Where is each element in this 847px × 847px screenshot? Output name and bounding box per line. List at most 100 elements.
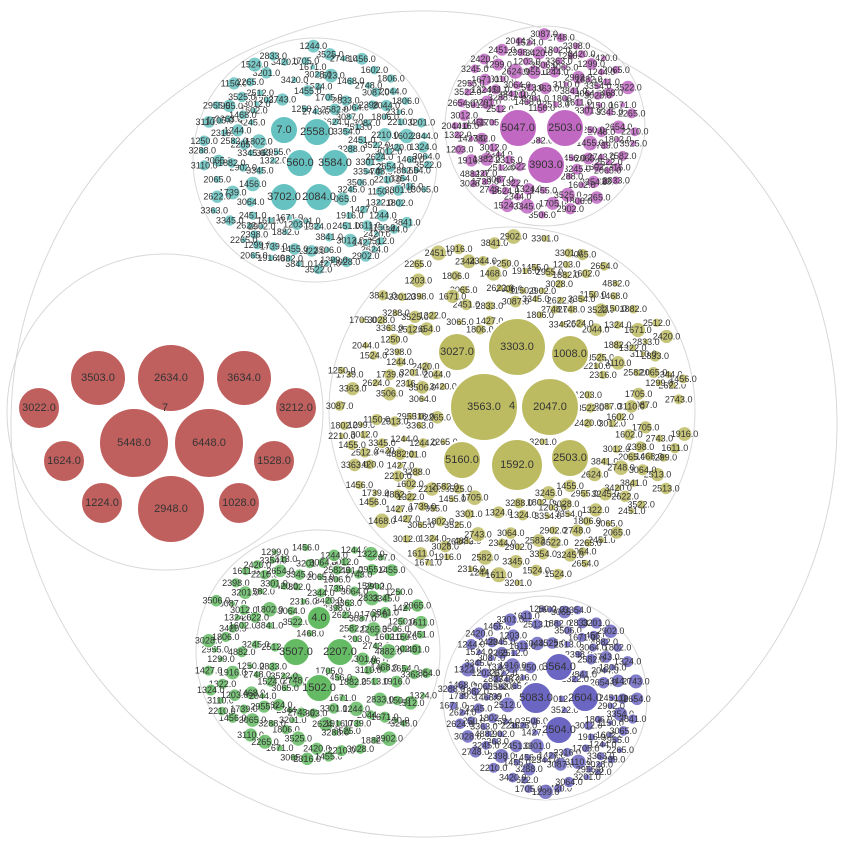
small-bubble-label: 1916.0 — [445, 244, 473, 254]
small-bubble — [677, 373, 689, 385]
small-bubble-label: 3064.0 — [341, 586, 369, 596]
small-bubble — [489, 83, 502, 96]
small-bubble — [508, 738, 524, 754]
small-bubble-label: 2582.0 — [247, 586, 275, 596]
small-bubble — [553, 757, 568, 772]
small-bubble — [563, 202, 577, 216]
small-bubble-label: 1203.0 — [574, 390, 602, 400]
bubble-olive — [520, 377, 580, 437]
small-bubble — [259, 66, 274, 80]
small-bubble-label: 3525.0 — [554, 190, 582, 200]
small-bubble — [531, 728, 540, 737]
small-bubble — [453, 520, 462, 529]
small-bubble-label: 3201.0 — [573, 772, 601, 782]
small-bubble — [434, 515, 447, 528]
small-bubble-label: 3064.0 — [629, 465, 657, 475]
small-bubble-label: 2044.0 — [373, 101, 401, 111]
small-bubble — [535, 310, 545, 320]
small-bubble-label: 1524.0 — [257, 676, 285, 686]
small-bubble — [612, 279, 620, 288]
bubble-label: 4.0 — [311, 612, 326, 624]
small-bubble — [576, 631, 588, 643]
small-bubble-label: 3345.0 — [286, 570, 314, 580]
small-bubble-label: 3288.0 — [189, 146, 217, 156]
small-bubble-label: 2451.0 — [599, 693, 627, 703]
small-bubble-label: 2955.0 — [202, 645, 230, 655]
bubble-teal — [269, 182, 299, 212]
small-bubble — [361, 341, 370, 350]
small-bubble-label: 2955.0 — [216, 101, 244, 111]
small-bubble — [477, 566, 489, 579]
small-bubble — [553, 783, 564, 794]
small-bubble-label: 1468.0 — [596, 88, 624, 98]
small-bubble-label: 1882.0 — [604, 340, 632, 350]
small-bubble — [359, 429, 370, 440]
small-bubble — [323, 246, 332, 254]
small-bubble-label: 2265.0 — [230, 235, 258, 245]
small-bubble — [295, 260, 303, 268]
small-bubble-label: 3420.0 — [604, 483, 632, 493]
small-bubble — [355, 651, 371, 667]
small-bubble — [621, 655, 635, 669]
small-bubble — [464, 638, 478, 651]
small-bubble — [280, 683, 290, 693]
bubble-green — [306, 605, 332, 631]
small-bubble-label: 2420.0 — [412, 362, 440, 372]
small-bubble — [500, 669, 508, 677]
small-bubble-label: 1322.0 — [298, 246, 326, 256]
small-bubble-label: 2748.0 — [558, 304, 586, 314]
small-bubble-label: 1671.0 — [609, 100, 637, 110]
bubble-red — [274, 386, 318, 430]
small-bubble-label: 2210.0 — [328, 746, 356, 756]
small-bubble — [607, 702, 615, 710]
small-bubble-label: 2044.0 — [441, 121, 469, 131]
small-bubble — [370, 676, 380, 687]
small-bubble — [338, 432, 346, 440]
small-bubble — [537, 27, 552, 42]
small-bubble-label: 1427.0 — [393, 514, 421, 524]
small-bubble — [541, 756, 549, 764]
small-bubble — [216, 677, 229, 691]
small-bubble-label: 2654.0 — [623, 694, 651, 704]
small-bubble — [658, 452, 669, 463]
small-bubble — [355, 51, 369, 66]
small-bubble-label: 2044.0 — [505, 36, 533, 46]
small-bubble-label: 1468.0 — [371, 662, 399, 672]
small-bubble-label: 1455.0 — [503, 757, 531, 767]
small-bubble — [427, 310, 438, 322]
small-bubble-label: 4882.0 — [275, 254, 303, 264]
small-bubble-label: 2344.0 — [411, 131, 439, 141]
small-bubble — [492, 674, 502, 684]
bubble-label: 2604.0 — [568, 692, 602, 704]
small-bubble-label: 1322.0 — [582, 505, 610, 515]
small-bubble — [535, 136, 544, 145]
small-bubble-label: 3064.0 — [579, 643, 607, 653]
small-bubble — [398, 632, 410, 643]
small-bubble — [402, 695, 419, 711]
small-bubble-label: 3288.0 — [515, 764, 543, 774]
bubble-red — [136, 474, 206, 544]
small-bubble-label: 1602.0 — [615, 430, 643, 440]
bubble-blue — [570, 683, 600, 713]
small-bubble — [411, 466, 422, 478]
small-bubble-label: 2622.0 — [236, 221, 264, 231]
small-bubble — [557, 694, 567, 703]
small-bubble — [509, 177, 521, 189]
small-bubble — [373, 151, 386, 164]
small-bubble — [306, 38, 321, 54]
small-bubble-label: 2512.0 — [501, 648, 529, 658]
small-bubble-label: 3363.0 — [300, 708, 328, 718]
small-bubble-label: 1203.0 — [221, 690, 249, 700]
small-bubble — [597, 67, 606, 77]
small-bubble-label: 1882.0 — [361, 735, 389, 745]
small-bubble-label: 3363.0 — [481, 737, 509, 747]
small-bubble — [413, 166, 421, 174]
small-bubble — [394, 588, 404, 597]
small-bubble — [556, 295, 565, 305]
small-bubble-label: 3345.0 — [368, 438, 396, 448]
small-bubble-label: 3064.0 — [409, 394, 437, 404]
small-bubble — [257, 733, 273, 750]
small-bubble-label: 1150.0 — [383, 716, 410, 726]
small-bubble-label: 1203.0 — [342, 634, 370, 644]
small-bubble-label: 1324.0 — [485, 507, 513, 517]
